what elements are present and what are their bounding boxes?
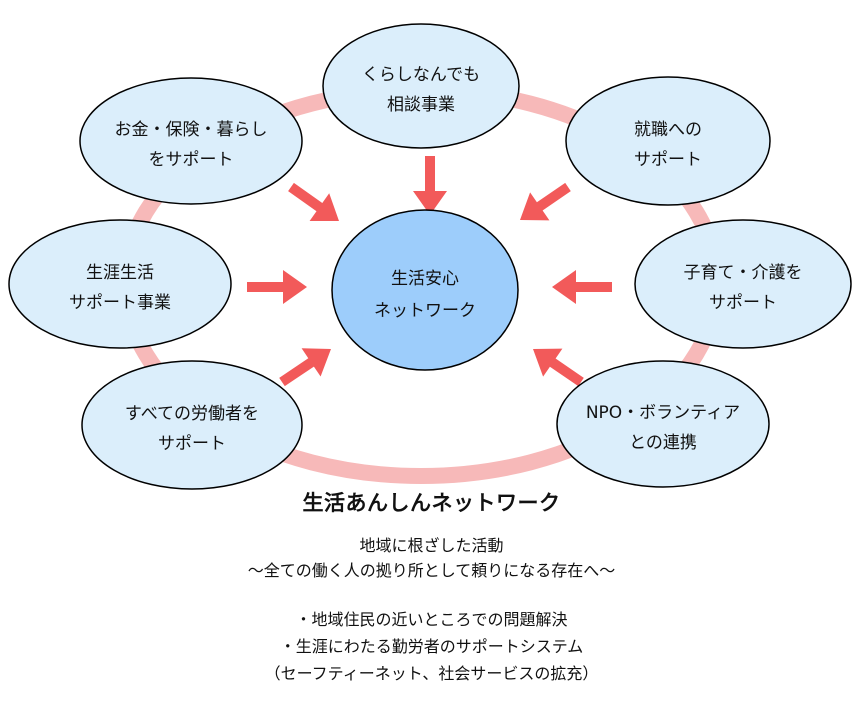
- node-lifelong-line-2: サポート事業: [69, 293, 171, 313]
- nodes-group: くらしなんでも相談事業就職へのサポート子育て・介護をサポートNPO・ボランティア…: [8, 23, 852, 490]
- node-consultation-line-1: くらしなんでも: [362, 65, 480, 85]
- arrows-group: [247, 156, 612, 387]
- bullet-item-1: ・地域住民の近いところでの問題解決: [295, 610, 568, 629]
- node-money-line-1: お金・保険・暮らし: [115, 120, 268, 140]
- network-title: 生活あんしんネットワーク: [302, 491, 561, 515]
- arrow-from-employment: [520, 182, 571, 221]
- node-npo-line-2: との連携: [629, 433, 697, 453]
- center-node: 生活安心 ネットワーク: [331, 209, 519, 371]
- center-node-line-1: 生活安心: [391, 269, 459, 289]
- arrow-from-npo: [533, 348, 584, 387]
- node-childcare-line-2: サポート: [709, 293, 777, 313]
- node-all-workers-shape: [81, 360, 303, 490]
- arrow-from-consultation: [413, 156, 447, 215]
- center-node-shape: [331, 209, 519, 371]
- node-consultation-shape: [322, 23, 520, 149]
- node-npo-line-1: NPO・ボランティア: [586, 403, 740, 423]
- center-node-line-2: ネットワーク: [374, 301, 476, 321]
- bullet-list: ・地域住民の近いところでの問題解決 ・生涯にわたる勤労者のサポートシステム （セ…: [0, 606, 863, 687]
- node-lifelong-line-1: 生涯生活: [86, 263, 154, 283]
- arrow-from-money: [288, 182, 339, 221]
- subtitle-line-1: 地域に根ざした活動: [359, 536, 504, 555]
- bullet-item-3: （セーフティーネット、社会サービスの拡充）: [264, 664, 599, 683]
- node-childcare-line-1: 子育て・介護を: [684, 263, 803, 283]
- subtitle-line-2: 〜全ての働く人の拠り所として頼りになる存在へ〜: [247, 561, 616, 580]
- node-employment-line-1: 就職への: [634, 120, 702, 140]
- bullet-item-2: ・生涯にわたる勤労者のサポートシステム: [279, 637, 584, 656]
- node-employment-line-2: サポート: [634, 150, 702, 170]
- node-lifelong-shape: [8, 219, 232, 349]
- arrow-from-childcare: [552, 270, 612, 304]
- arrow-from-lifelong: [247, 270, 307, 304]
- node-all-workers-line-2: サポート: [158, 434, 226, 454]
- node-consultation-line-2: 相談事業: [387, 95, 455, 115]
- node-all-workers-line-1: すべての労働者を: [125, 404, 259, 424]
- node-childcare-shape: [634, 219, 852, 349]
- arrow-from-all-workers: [279, 348, 331, 387]
- node-npo-shape: [556, 360, 770, 488]
- node-money-line-2: をサポート: [149, 150, 234, 170]
- node-money-shape: [79, 77, 303, 205]
- node-employment-shape: [565, 76, 771, 206]
